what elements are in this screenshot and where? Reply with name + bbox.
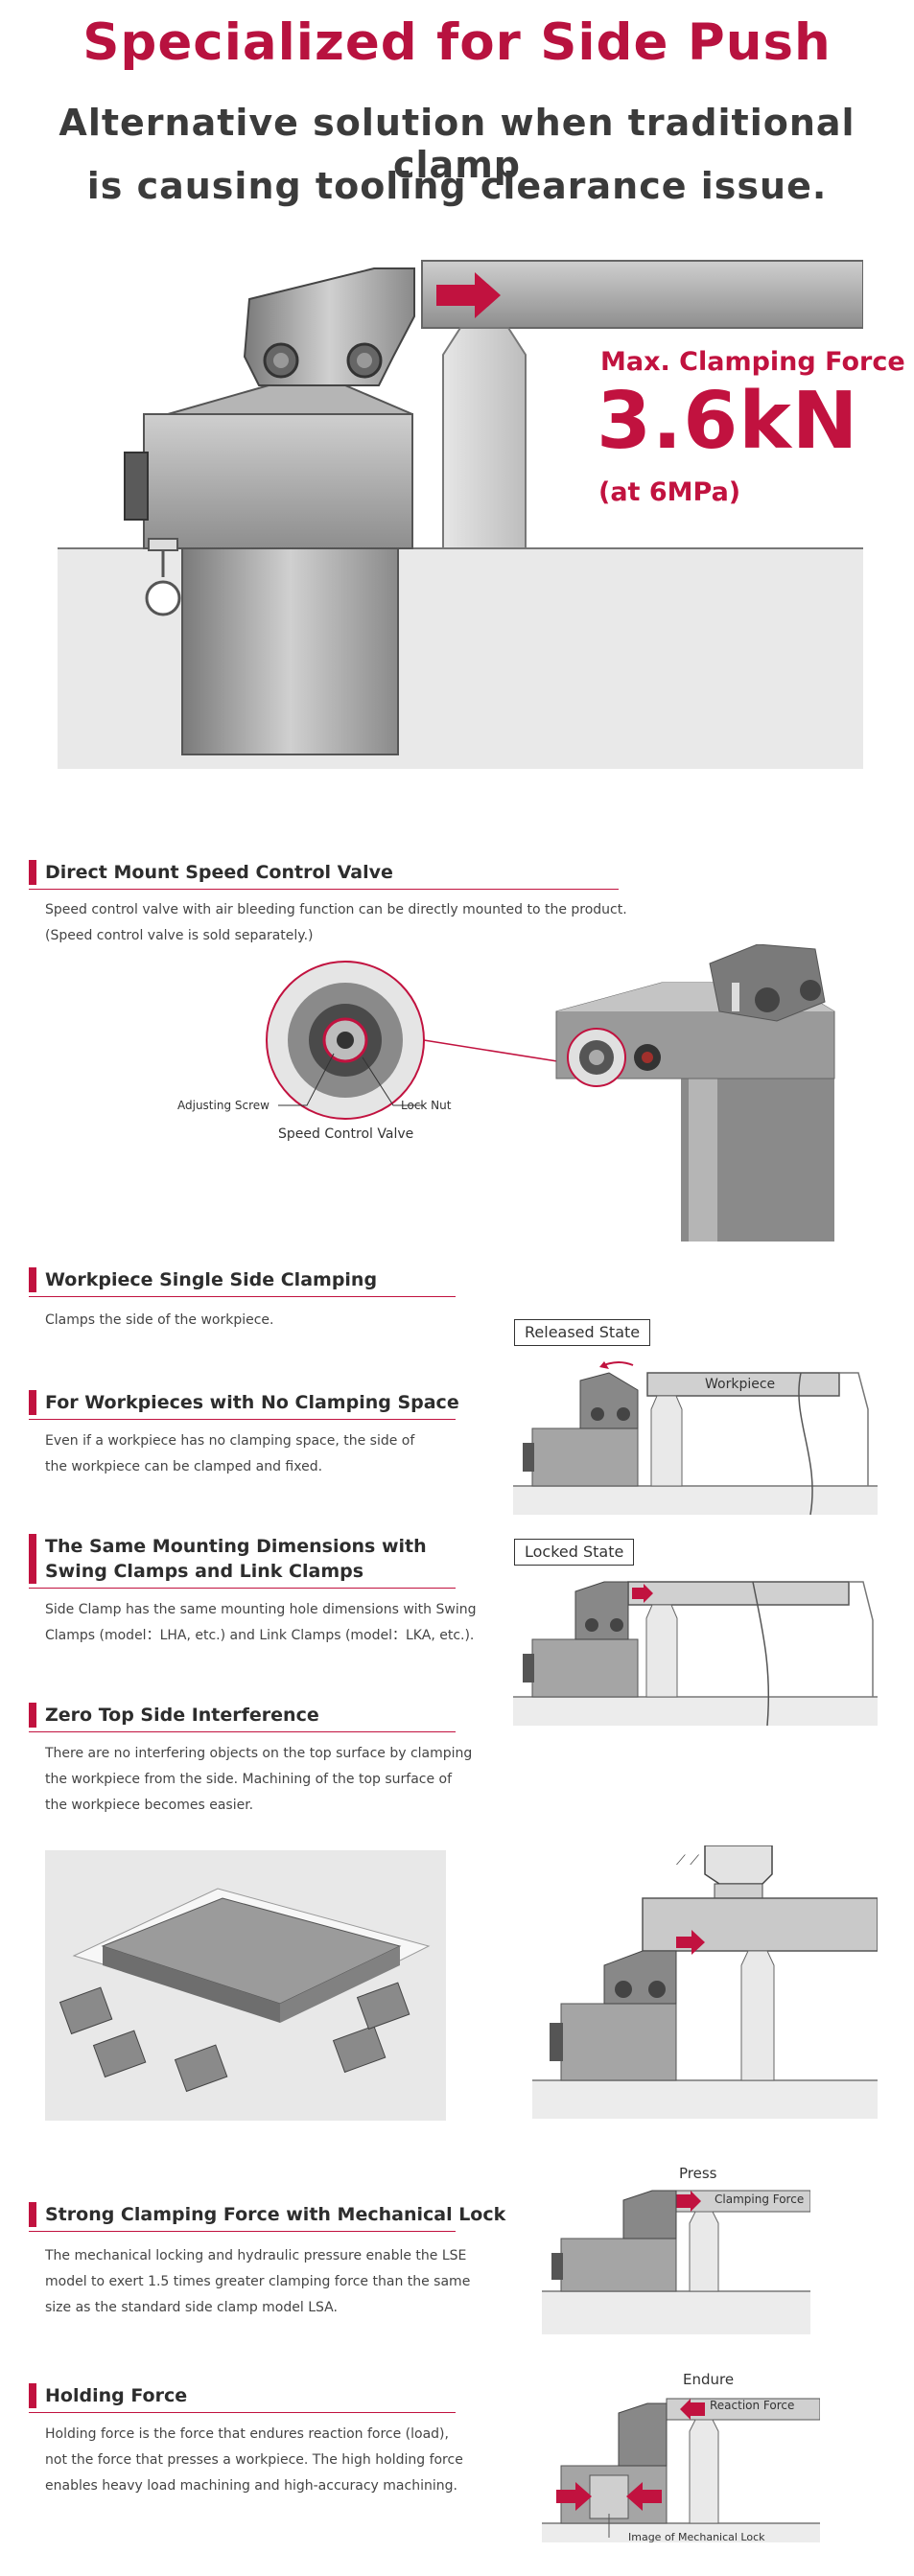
workpiece-label: Workpiece <box>705 1377 776 1392</box>
press-diagram <box>542 2190 810 2334</box>
strong-force-body: The mechanical locking and hydraulic pre… <box>45 2248 471 2315</box>
hero-clamp-illustration <box>58 260 863 769</box>
max-clamping-force-note: (at 6MPa) <box>598 477 741 507</box>
page-title: Specialized for Side Push <box>82 13 832 72</box>
same-mount-body: Side Clamp has the same mounting hole di… <box>45 1602 477 1643</box>
page-subtitle-line2: is causing tooling clearance issue. <box>86 165 828 207</box>
section-heading-strong-force: Strong Clamping Force with Mechanical Lo… <box>29 2202 505 2232</box>
section-heading-speed-valve: Direct Mount Speed Control Valve <box>29 860 619 890</box>
speed-valve-body: Speed control valve with air bleeding fu… <box>45 902 627 943</box>
section-heading-single-side: Workpiece Single Side Clamping <box>29 1267 456 1297</box>
label-reaction-force: Reaction Force <box>710 2399 795 2412</box>
section-heading-no-space: For Workpieces with No Clamping Space <box>29 1390 459 1420</box>
locked-state-label: Locked State <box>514 1539 635 1566</box>
zero-top-machining-diagram: ⟋ ⟋ <box>532 1845 878 2119</box>
zero-top-body: There are no interfering objects on the … <box>45 1746 473 1813</box>
zero-top-workpiece-illustration <box>45 1850 446 2121</box>
label-lock-nut: Lock Nut <box>401 1099 452 1112</box>
page-subtitle-line1: Alternative solution when traditional cl… <box>59 102 855 186</box>
label-endure: Endure <box>683 2371 735 2388</box>
released-state-label: Released State <box>514 1319 651 1346</box>
locked-state-diagram <box>513 1581 878 1726</box>
no-space-body: Even if a workpiece has no clamping spac… <box>45 1433 415 1474</box>
label-speed-control-valve: Speed Control Valve <box>278 1126 414 1142</box>
max-clamping-force-label: Max. Clamping Force <box>600 347 905 377</box>
svg-text:⟋ ⟋: ⟋ ⟋ <box>676 1853 699 1868</box>
holding-force-body: Holding force is the force that endures … <box>45 2426 463 2494</box>
label-press: Press <box>679 2165 717 2182</box>
section-heading-same-mount: The Same Mounting Dimensions with Swing … <box>29 1534 456 1589</box>
label-mechanical-lock: Image of Mechanical Lock <box>628 2531 765 2543</box>
speed-valve-illustration <box>266 944 835 1242</box>
max-clamping-force-value: 3.6kN <box>597 376 859 467</box>
single-side-body: Clamps the side of the workpiece. <box>45 1312 274 1328</box>
section-heading-holding-force: Holding Force <box>29 2383 456 2413</box>
released-state-diagram <box>513 1361 878 1515</box>
endure-diagram <box>542 2398 820 2542</box>
label-clamping-force: Clamping Force <box>715 2193 805 2206</box>
section-heading-zero-top: Zero Top Side Interference <box>29 1703 456 1732</box>
label-adjusting-screw: Adjusting Screw <box>177 1099 270 1112</box>
